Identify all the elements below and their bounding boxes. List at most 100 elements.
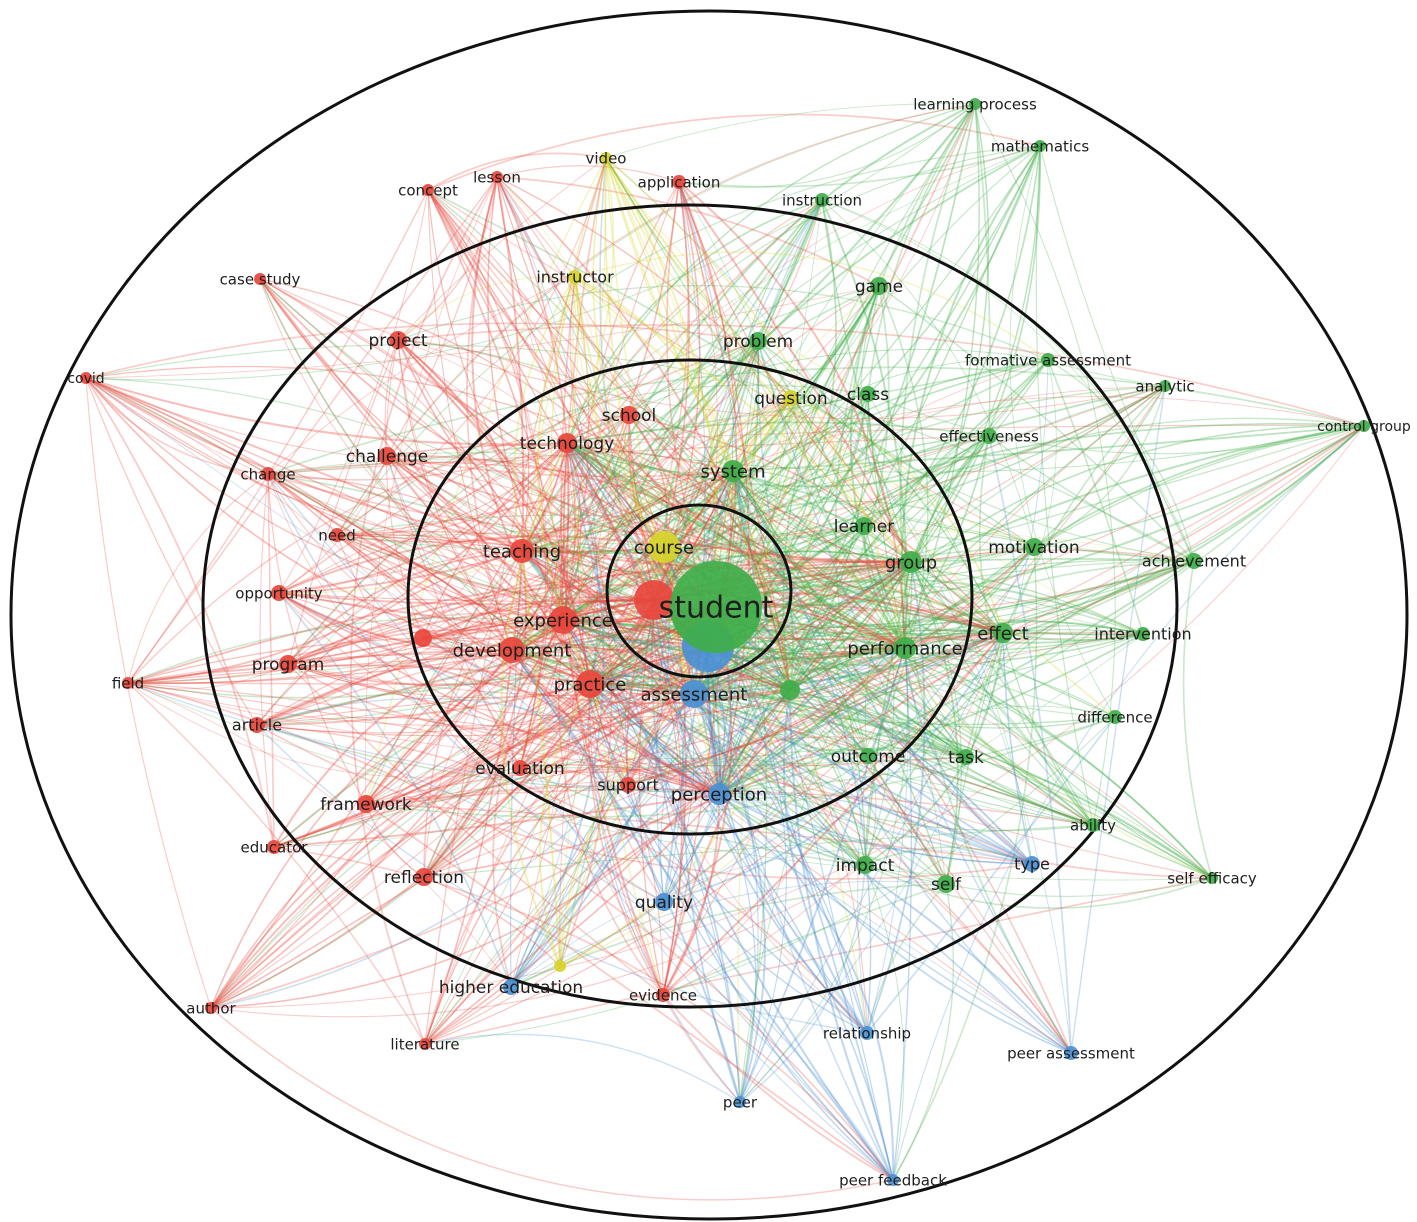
network-edge [424,606,717,1045]
network-edge [564,435,990,622]
network-edge [210,649,513,1009]
network-edge [287,612,564,665]
network-edge [365,803,425,878]
network-edge [259,278,566,622]
network-edge [259,278,591,685]
network-edge [510,689,791,988]
network-edge [715,145,1041,608]
network-edge [210,385,1166,1009]
network-edge [693,424,1365,695]
network-edge [790,397,912,563]
network-edge [892,883,955,1181]
network-edge [287,599,655,665]
network-edge [867,393,906,649]
network-edge [867,705,1116,757]
network-edge [732,470,865,527]
network-edge [663,181,690,548]
label-student: student [659,591,774,626]
node-ability [1086,818,1100,832]
network-edge [259,278,906,649]
network-edge [273,785,720,848]
network-edge [693,693,967,758]
network-edge [424,689,791,1045]
label-author: author [186,999,236,1017]
network-edge [210,546,1035,1009]
network-edge [521,550,720,795]
network-edge [566,442,869,757]
network-edge [864,561,912,757]
network-edge [562,393,869,621]
node-technology [557,433,577,453]
network-edge [519,767,866,866]
network-edge [628,414,1072,1054]
node-need [330,528,344,542]
network-edge [910,145,1041,563]
network-edge [427,189,695,695]
network-edge [757,340,1072,1054]
network-edge [718,546,1035,795]
network-edge [287,663,720,795]
network-edge [1047,359,1166,387]
network-edge [85,377,591,685]
network-edge [564,620,1004,641]
network-edge [397,339,906,649]
network-edge [521,397,792,552]
network-edge [127,682,967,767]
node-task [958,749,974,765]
network-edge [605,157,906,649]
network-edge [678,181,759,342]
network-edge [422,596,655,639]
network-edge [386,455,523,552]
network-edge [589,683,1094,826]
network-edge [386,455,734,478]
network-edge [278,592,720,795]
network-edge [707,425,1365,651]
node-mathematics [1034,140,1046,152]
network-edge [365,550,523,805]
network-edge [566,421,990,444]
network-edge [682,470,741,1103]
network-edge [715,606,1144,636]
network-edge [287,339,399,665]
network-edge [678,181,912,563]
network-edge [256,724,894,1181]
network-edge [287,606,717,687]
network-edge [336,525,865,553]
network-edge [521,199,823,552]
network-edge [510,599,655,988]
network-edge [605,157,1213,879]
network-edge [662,632,1004,996]
network-edge [278,591,709,648]
network-edge [210,619,564,1009]
network-edge [757,340,1004,634]
network-edge [863,525,947,885]
network-edge [678,103,976,188]
network-edge [910,425,1365,563]
network-edge [364,176,498,805]
network-edge [273,645,709,848]
node-evaluation [512,760,528,776]
network-edge [423,393,869,878]
network-edge [557,620,664,996]
network-edge [511,649,866,866]
network-edge [386,455,564,621]
label-mathematics: mathematics [991,137,1090,155]
network-edge [910,435,990,563]
node-lesson [491,171,503,183]
network-edge [496,176,525,552]
network-edge [287,645,709,699]
network-edge [267,473,720,795]
network-edge [653,103,976,601]
network-edge [1002,632,1094,826]
network-edge [521,385,1166,553]
network-edge [693,647,906,697]
network-edge [511,422,1365,651]
edge-layer [85,103,1365,1201]
network-edge [693,359,1049,695]
label-application: application [638,173,721,191]
network-edge [424,385,1166,1045]
network-edge [589,683,1094,832]
network-edge [519,385,1166,769]
network-edge [678,181,743,795]
network-edge [965,633,1144,758]
